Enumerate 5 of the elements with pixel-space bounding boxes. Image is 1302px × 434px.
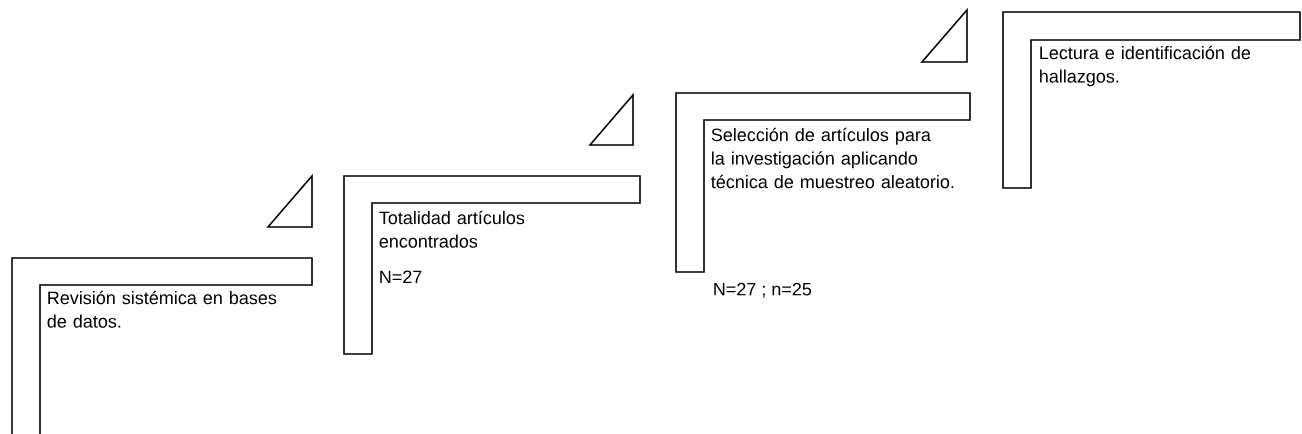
step-caption: N=27 ; n=25 bbox=[714, 282, 812, 298]
step-box: Selección de artículos para la investigación aplicando técnica de muestreo aleatorio. bbox=[675, 92, 971, 273]
step-box: Revisión sistémica en bases de datos. bbox=[11, 257, 313, 434]
step-box: Lectura e identificación de hallazgos. bbox=[1002, 11, 1301, 189]
step-box: Totalidad artículos encontrados N=27 bbox=[343, 175, 641, 355]
